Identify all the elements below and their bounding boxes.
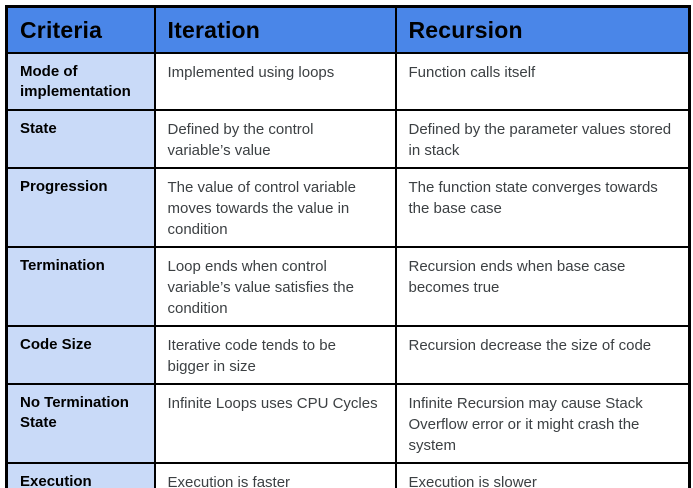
table-row: State Defined by the control variable’s … — [5, 108, 691, 169]
recursion-cell: The function state converges towards the… — [394, 166, 691, 248]
iteration-cell: Loop ends when control variable’s value … — [153, 245, 397, 327]
table-row: Execution Execution is faster Execution … — [5, 461, 691, 488]
table-row: No Termination State Infinite Loops uses… — [5, 382, 691, 464]
table-row: Mode of implementation Implemented using… — [5, 51, 691, 111]
iteration-cell: Execution is faster — [153, 461, 397, 488]
criteria-cell: Progression — [5, 166, 156, 248]
table-row: Progression The value of control variabl… — [5, 166, 691, 248]
header-cell-iteration: Iteration — [153, 5, 397, 54]
table-row: Termination Loop ends when control varia… — [5, 245, 691, 327]
criteria-cell: No Termination State — [5, 382, 156, 464]
header-cell-recursion: Recursion — [394, 5, 691, 54]
iteration-cell: Iterative code tends to be bigger in siz… — [153, 324, 397, 385]
header-row: Criteria Iteration Recursion — [5, 5, 691, 54]
recursion-cell: Function calls itself — [394, 51, 691, 111]
criteria-cell: Mode of implementation — [5, 51, 156, 111]
iteration-cell: Implemented using loops — [153, 51, 397, 111]
criteria-cell: Termination — [5, 245, 156, 327]
criteria-cell: State — [5, 108, 156, 169]
recursion-cell: Execution is slower — [394, 461, 691, 488]
recursion-cell: Defined by the parameter values stored i… — [394, 108, 691, 169]
iteration-cell: Infinite Loops uses CPU Cycles — [153, 382, 397, 464]
recursion-cell: Recursion ends when base case becomes tr… — [394, 245, 691, 327]
iteration-cell: The value of control variable moves towa… — [153, 166, 397, 248]
header-cell-criteria: Criteria — [5, 5, 156, 54]
iteration-vs-recursion-table: Criteria Iteration Recursion Mode of imp… — [5, 5, 691, 488]
criteria-cell: Execution — [5, 461, 156, 488]
recursion-cell: Recursion decrease the size of code — [394, 324, 691, 385]
recursion-cell: Infinite Recursion may cause Stack Overf… — [394, 382, 691, 464]
criteria-cell: Code Size — [5, 324, 156, 385]
iteration-cell: Defined by the control variable’s value — [153, 108, 397, 169]
table-row: Code Size Iterative code tends to be big… — [5, 324, 691, 385]
